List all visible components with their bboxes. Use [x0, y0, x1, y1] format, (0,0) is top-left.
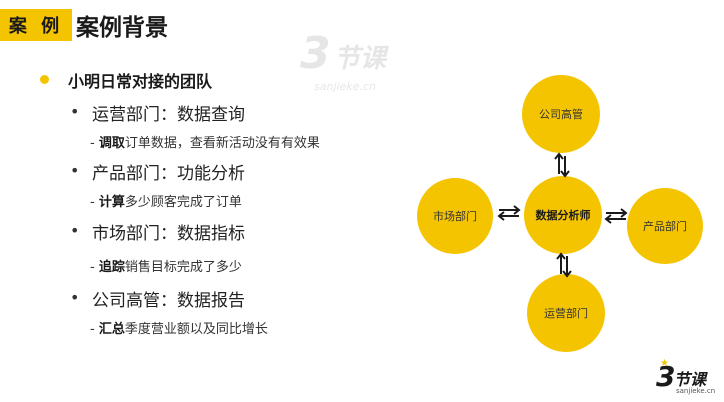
watermark-mark: 3 — [300, 28, 331, 79]
dash: - — [90, 260, 95, 275]
bidirectional-arrow-icon — [554, 152, 570, 178]
team-item-marketing: 市场部门：数据指标 — [92, 224, 245, 244]
node-executives: 公司高管 — [522, 75, 600, 153]
logo-mark: 3 — [656, 360, 676, 393]
bidirectional-arrow-icon — [604, 208, 628, 224]
bidirectional-arrow-icon — [556, 252, 572, 278]
team-item-product: 产品部门：功能分析 — [92, 164, 245, 184]
detail-text: 订单数据，查看新活动没有有效果 — [124, 136, 320, 151]
sub-bullet-icon: • — [70, 161, 80, 180]
sub-bullet-icon: • — [70, 288, 80, 307]
detail-keyword: 计算 — [98, 195, 125, 210]
sub-bullet-icon: • — [70, 221, 80, 240]
star-icon: ★ — [660, 358, 669, 369]
bidirectional-arrow-icon — [497, 205, 521, 221]
center-node-analyst: 数据分析师 — [524, 176, 602, 254]
team-item-detail: - 调取订单数据，查看新活动没有有效果 — [90, 132, 320, 151]
detail-keyword: 汇总 — [98, 322, 125, 337]
team-item-operations: 运营部门：数据查询 — [92, 105, 245, 125]
node-marketing: 市场部门 — [417, 178, 493, 254]
logo-url: sanjieke.cn — [676, 387, 716, 395]
team-heading: 小明日常对接的团队 — [68, 72, 213, 91]
team-item-executives: 公司高管：数据报告 — [92, 291, 245, 311]
detail-keyword: 追踪 — [98, 260, 125, 275]
slide-header: 案 例 案例背景 — [0, 0, 724, 52]
watermark-name: 节课 — [334, 44, 387, 74]
brand-logo: 3 ★ 节课 sanjieke.cn — [656, 358, 718, 398]
page-title: 案例背景 — [76, 15, 168, 41]
node-operations: 运营部门 — [527, 274, 605, 352]
detail-text: 多少顾客完成了订单 — [124, 195, 242, 210]
watermark-url: sanjieke.cn — [314, 80, 376, 93]
node-product: 产品部门 — [627, 188, 703, 264]
detail-text: 季度营业额以及同比增长 — [124, 322, 268, 337]
team-item-detail: - 计算多少顾客完成了订单 — [90, 191, 242, 210]
watermark: 3 节课 sanjieke.cn — [300, 28, 430, 98]
dash: - — [90, 195, 95, 210]
detail-text: 销售目标完成了多少 — [124, 260, 242, 275]
dash: - — [90, 136, 95, 151]
team-item-detail: - 汇总季度营业额以及同比增长 — [90, 318, 268, 337]
team-item-detail: - 追踪销售目标完成了多少 — [90, 256, 242, 275]
logo-name: 节课 — [674, 370, 707, 389]
bullet-dot-icon — [40, 75, 49, 84]
sub-bullet-icon: • — [70, 102, 80, 121]
dash: - — [90, 322, 95, 337]
case-tag: 案 例 — [0, 9, 72, 41]
detail-keyword: 调取 — [98, 136, 125, 151]
